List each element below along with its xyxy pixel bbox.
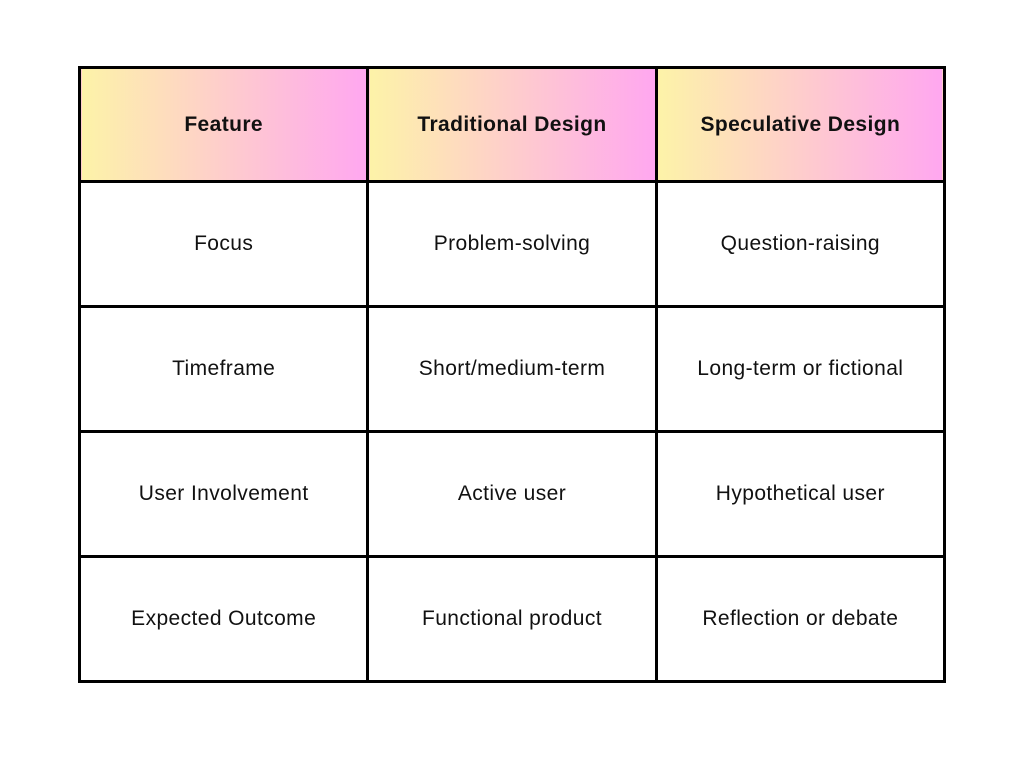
table-body: Focus Problem-solving Question-raising T… bbox=[77, 180, 947, 683]
cell-row-label: Expected Outcome bbox=[77, 555, 370, 683]
header-row: Feature Traditional Design Speculative D… bbox=[77, 66, 947, 183]
cell-row-label: User Involvement bbox=[77, 430, 370, 558]
table-row-timeframe: Timeframe Short/medium-term Long-term or… bbox=[77, 305, 947, 433]
header-cell-traditional: Traditional Design bbox=[366, 66, 658, 183]
cell-value: Hypothetical user bbox=[654, 430, 947, 558]
table-row-focus: Focus Problem-solving Question-raising bbox=[77, 180, 947, 308]
comparison-table: Feature Traditional Design Speculative D… bbox=[77, 66, 947, 683]
table-row-expected-outcome: Expected Outcome Functional product Refl… bbox=[77, 555, 947, 683]
cell-value: Question-raising bbox=[654, 180, 947, 308]
cell-value: Problem-solving bbox=[366, 180, 658, 308]
header-cell-feature: Feature bbox=[77, 66, 370, 183]
cell-value: Short/medium-term bbox=[366, 305, 658, 433]
cell-value: Functional product bbox=[366, 555, 658, 683]
table-row-user-involvement: User Involvement Active user Hypothetica… bbox=[77, 430, 947, 558]
cell-value: Long-term or fictional bbox=[654, 305, 947, 433]
cell-value: Reflection or debate bbox=[654, 555, 947, 683]
cell-value: Active user bbox=[366, 430, 658, 558]
cell-row-label: Timeframe bbox=[77, 305, 370, 433]
table-header: Feature Traditional Design Speculative D… bbox=[77, 66, 947, 183]
header-cell-speculative: Speculative Design bbox=[654, 66, 947, 183]
cell-row-label: Focus bbox=[77, 180, 370, 308]
